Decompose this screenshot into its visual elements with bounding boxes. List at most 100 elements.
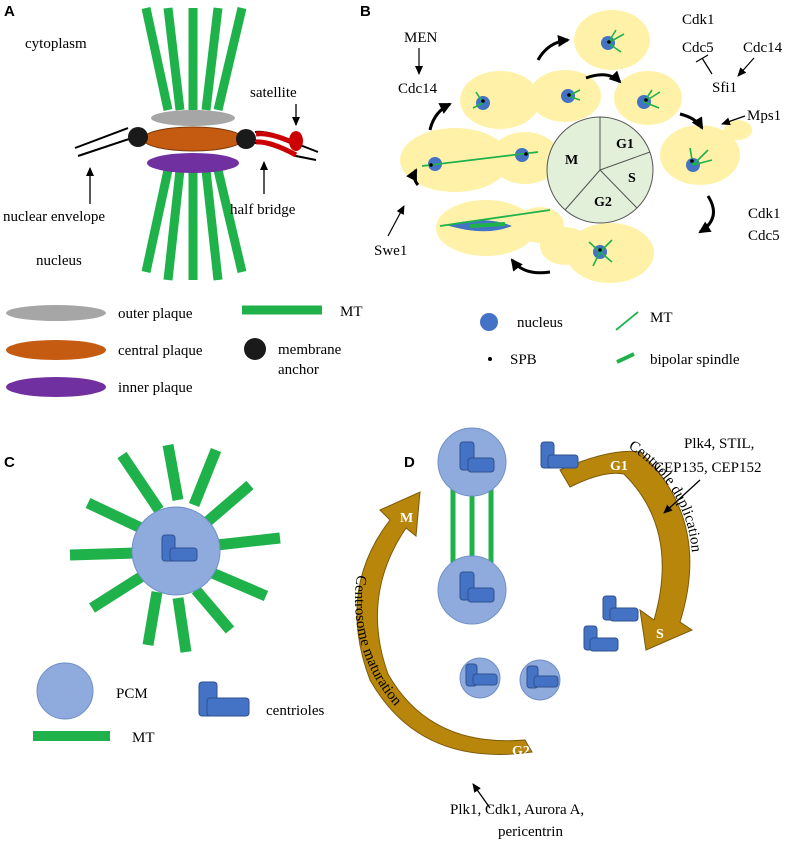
legend-central-plaque: central plaque: [118, 343, 203, 359]
cytoplasm-label: cytoplasm: [25, 36, 87, 52]
cdc14-left-label: Cdc14: [398, 81, 438, 97]
legend-centrioles: centrioles: [266, 703, 324, 719]
panel-d-letter: D: [404, 454, 415, 471]
legend-spb-swatch: [488, 357, 492, 361]
arrow-6: [406, 168, 420, 186]
satellite-shape: [289, 131, 303, 151]
mat-factors-1: Plk1, Cdk1, Aurora A,: [450, 802, 584, 818]
legend-pcm-swatch: [36, 662, 94, 720]
swe1-label: Swe1: [374, 243, 407, 259]
panel-b-legend: nucleus MT SPB bipolar spindle: [480, 310, 740, 368]
legend-inner-plaque-swatch: [6, 377, 106, 397]
dup-factors-arrow: [663, 479, 701, 514]
spb-microtubules: [141, 6, 247, 281]
mat-factors-arrow: [472, 783, 491, 809]
dup-factors-2: CEP135, CEP152: [654, 460, 762, 476]
cell-g2-mother: [566, 223, 654, 283]
mt-bottom-2: [163, 169, 185, 281]
cdc5-inhibit-line: [701, 57, 713, 75]
panel-a-letter: A: [4, 3, 15, 20]
legend-membrane-anchor-swatch: [244, 338, 266, 360]
arrow-1: [536, 35, 570, 61]
bipolar-spindle-metaphase: [469, 222, 506, 228]
cell-s: [660, 125, 740, 185]
mps1-arrow: [721, 115, 746, 126]
phase-s: S: [656, 627, 664, 642]
legend-outer-plaque: outer plaque: [118, 306, 193, 322]
s-centrioles: [583, 595, 639, 652]
g1-centrioles: [540, 441, 579, 469]
centriole-pair-c: [161, 534, 198, 562]
aster-microtubules: [69, 444, 281, 653]
panel-a: A cytoplasm nucleus: [3, 3, 363, 397]
cell-g2-bud: [540, 227, 590, 265]
arrow-7: [428, 102, 452, 131]
membrane-anchor-right: [236, 129, 256, 149]
satellite-label: satellite: [250, 85, 297, 101]
spb-dots: [429, 40, 694, 252]
legend-outer-plaque-swatch: [6, 305, 106, 321]
panel-c-letter: C: [4, 454, 15, 471]
mt-metaphase: [439, 209, 551, 227]
central-plaque: [142, 126, 244, 152]
outer-plaque: [151, 110, 235, 126]
cell-contents: [421, 29, 713, 267]
legend-bipolar: bipolar spindle: [650, 352, 740, 368]
cdc5-right-label: Cdc5: [748, 228, 780, 244]
legend-nucleus-swatch: [480, 313, 498, 331]
legend-bipolar-swatch: [616, 352, 635, 364]
legend-mt-c: MT: [132, 730, 155, 746]
men-label: MEN: [404, 30, 438, 46]
panel-c: C PCM MT centrioles: [4, 444, 324, 746]
cdc14-arrow: [737, 57, 755, 77]
cdc5-top-label: Cdc5: [682, 40, 714, 56]
pie-s: S: [628, 171, 636, 186]
membrane-anchor-left: [128, 127, 148, 147]
pie-m: M: [565, 153, 578, 168]
cell-cycle-pie: G1 S G2 M: [546, 116, 654, 224]
duplication-arrow: [559, 450, 694, 651]
cell-s-bud: [724, 120, 752, 140]
nuclear-envelope-label: nuclear envelope: [3, 209, 105, 225]
pie-g2: G2: [594, 195, 612, 210]
arrow-4: [698, 195, 715, 234]
mitotic-centrosomes: [437, 427, 507, 625]
panel-b: B: [360, 3, 783, 368]
mt-anaphase: [421, 151, 539, 167]
legend-nucleus: nucleus: [517, 315, 563, 331]
mt-bottom-1: [141, 169, 173, 273]
legend-central-plaque-swatch: [6, 340, 106, 360]
cell-mother-left: [460, 71, 540, 129]
cell-anaphase-mother: [400, 128, 510, 192]
nucleus-label: nucleus: [36, 253, 82, 269]
mt-top-4: [201, 7, 223, 111]
phase-g2: G2: [512, 744, 530, 759]
mt-top-1: [141, 7, 173, 111]
cdc14-right-label: Cdc14: [743, 40, 783, 56]
legend-pcm: PCM: [116, 686, 148, 702]
nucleus-7: [515, 148, 529, 162]
legend-mt-swatch: [615, 311, 639, 331]
inner-plaque: [147, 153, 239, 173]
mt-top-5: [213, 6, 247, 112]
legend-centriole-swatch: [198, 681, 250, 717]
arrow-5: [510, 258, 551, 275]
swe1-arrow: [387, 205, 405, 237]
phase-g1: G1: [610, 459, 628, 474]
maturation-arrow: [356, 491, 533, 755]
pie-g1: G1: [616, 137, 634, 152]
cdc5-inhibit-bar: [695, 54, 709, 63]
cycle-arrows: [406, 35, 715, 275]
legend-membrane-anchor-1: membrane: [278, 342, 342, 358]
legend-mt: MT: [650, 310, 673, 326]
half-bridge-label: half bridge: [230, 202, 296, 218]
mt-bottom-5: [213, 168, 247, 274]
sfi1-label: Sfi1: [712, 80, 737, 96]
arrow-3: [679, 112, 704, 130]
legend-inner-plaque: inner plaque: [118, 380, 193, 396]
cdk1-top-label: Cdk1: [682, 12, 715, 28]
dup-factors-1: Plk4, STIL,: [684, 436, 754, 452]
mt-g2: [588, 239, 613, 267]
mt-bottom-4: [201, 169, 223, 281]
